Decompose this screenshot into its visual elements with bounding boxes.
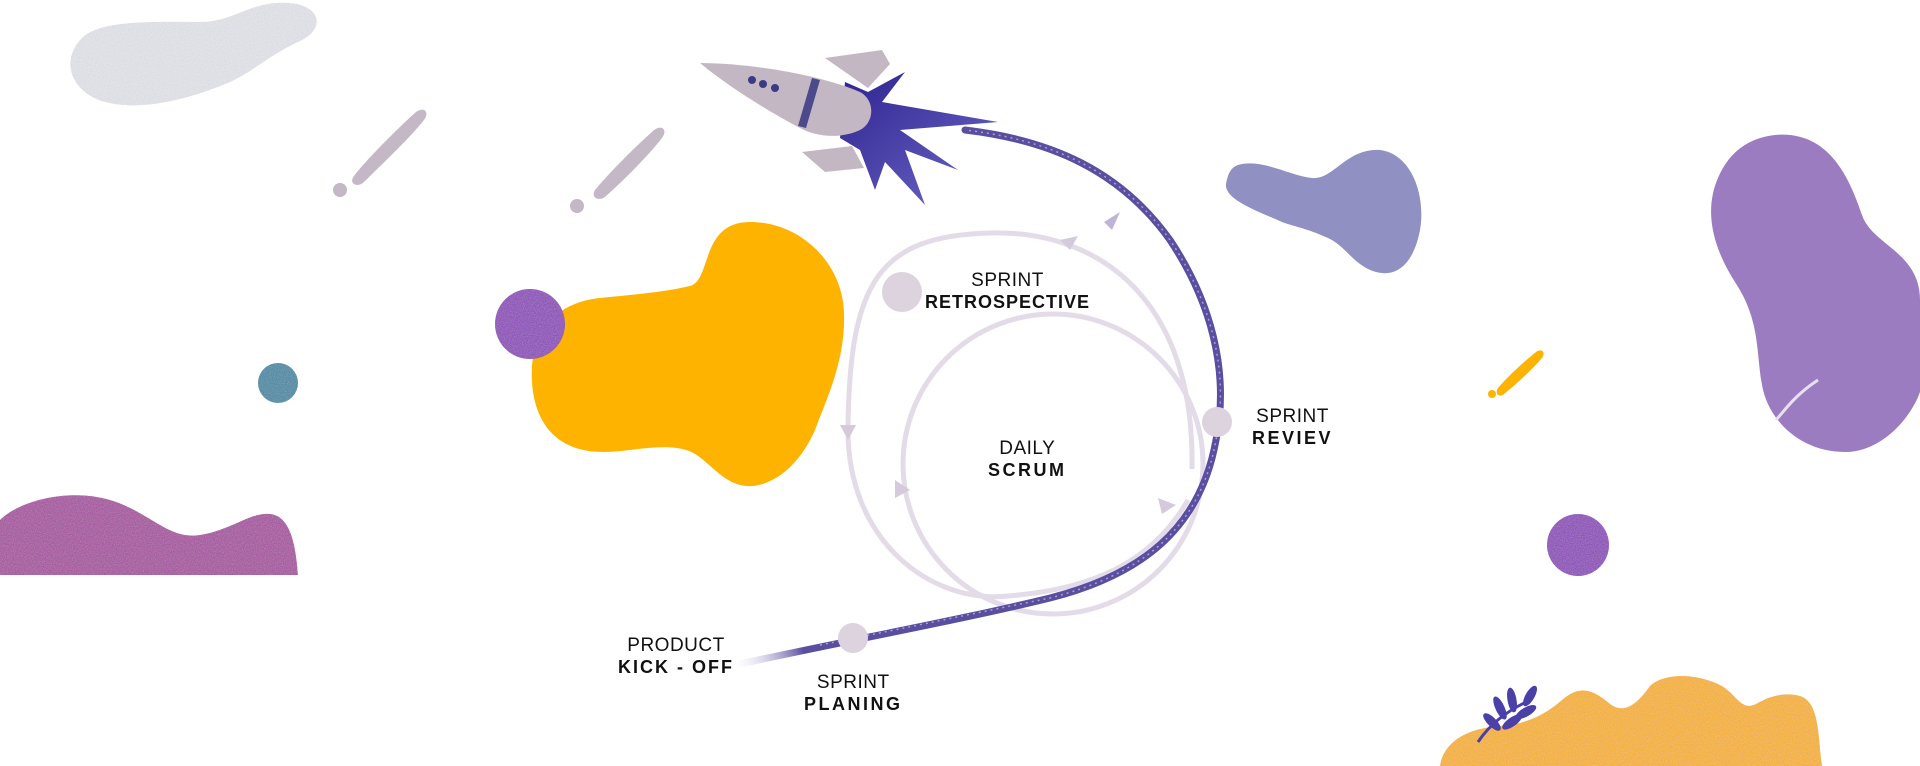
retrospective-line1: SPRINT xyxy=(971,270,1044,291)
planning-line2: PLANING xyxy=(804,693,903,714)
planet-icon xyxy=(258,363,298,403)
cloud-blob xyxy=(70,2,317,106)
yellow-blob xyxy=(531,222,845,487)
direction-arrow xyxy=(1104,212,1120,230)
milestone-retrospective xyxy=(882,272,922,312)
label-daily-scrum: DAILY SCRUM xyxy=(988,438,1067,481)
review-line2: REVIEV xyxy=(1252,427,1334,448)
milestone-planning xyxy=(838,623,868,653)
direction-arrow xyxy=(1158,498,1176,514)
comet-icon xyxy=(1488,390,1496,398)
kickoff-line2: KICK - OFF xyxy=(618,656,734,677)
direction-arrow xyxy=(895,480,910,498)
rocket-fin xyxy=(802,146,864,172)
hill-blob xyxy=(0,495,298,575)
lavender-blob xyxy=(1225,149,1422,274)
comet-icon xyxy=(593,127,665,199)
rocket-window xyxy=(771,84,779,92)
comet-icon xyxy=(333,183,347,197)
comet-icon xyxy=(570,199,584,213)
label-product-kickoff: PRODUCT KICK - OFF xyxy=(618,635,734,678)
rocket-body xyxy=(700,63,872,136)
milestone-review xyxy=(1202,407,1232,437)
comet-streak xyxy=(1774,378,1819,422)
comet-icon xyxy=(352,109,427,185)
planet-icon xyxy=(495,289,565,359)
daily-scrum-circle xyxy=(900,311,1206,617)
label-sprint-retrospective: SPRINT RETROSPECTIVE xyxy=(925,270,1090,313)
rocket-icon xyxy=(700,50,998,205)
label-sprint-review: SPRINT REVIEV xyxy=(1252,406,1333,449)
kickoff-line1: PRODUCT xyxy=(627,635,725,656)
violet-blob xyxy=(1711,134,1920,452)
leaf-icon xyxy=(1476,685,1537,743)
rocket-stripe xyxy=(798,78,820,128)
sprint-loop-path xyxy=(845,230,1195,600)
planet-icon xyxy=(1547,514,1609,576)
sprint-cycle-orbit xyxy=(731,126,1232,669)
label-sprint-planning: SPRINT PLANING xyxy=(804,672,903,715)
rocket-window xyxy=(748,76,756,84)
review-line1: SPRINT xyxy=(1256,406,1329,427)
direction-arrow xyxy=(840,425,856,440)
rocket-flame xyxy=(840,72,998,205)
yellow-hill xyxy=(1440,675,1822,766)
comet-icon xyxy=(1496,350,1544,396)
direction-arrow xyxy=(1060,236,1078,250)
planning-line1: SPRINT xyxy=(816,672,890,693)
retrospective-line2: RETROSPECTIVE xyxy=(925,291,1091,312)
rocket-fin xyxy=(825,50,890,88)
rocket-window xyxy=(759,80,767,88)
daily-line2: SCRUM xyxy=(988,459,1067,480)
daily-line1: DAILY xyxy=(999,438,1056,459)
